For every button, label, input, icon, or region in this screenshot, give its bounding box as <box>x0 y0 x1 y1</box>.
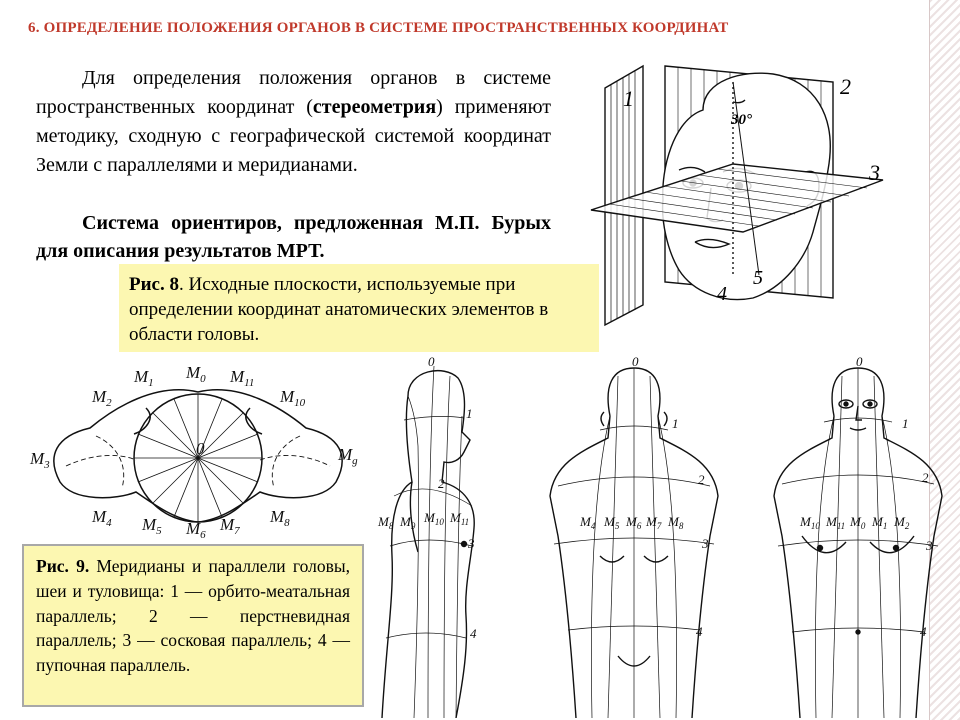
back-meridian-0-label: 0 <box>632 356 639 369</box>
figure8-head-planes: 1 2 3 4 5 30° <box>590 64 884 327</box>
skull-m8-label: M8 <box>269 507 290 529</box>
skull-m0-label: M0 <box>185 363 206 385</box>
figure9-caption: Рис. 9. Меридианы и параллели головы, ше… <box>22 544 364 707</box>
figure9-torso-front-view: 0 1 2 3 4 M10 M11 M0 M1 M2 <box>773 356 943 718</box>
side-body-back <box>381 395 413 718</box>
figure9-caption-label: Рис. 9. <box>36 556 90 576</box>
skull-m5-label: M5 <box>141 515 162 537</box>
skull-m2-label: M2 <box>91 387 112 409</box>
front-parallel-2-label: 2 <box>922 470 929 485</box>
figure8-caption-label: Рис. 8 <box>129 274 179 295</box>
figure9-skull-meridians: 0 M0 M1 M2 M3 M4 M5 M6 M7 M8 Mg M10 M11 <box>29 363 358 540</box>
slide-border-line <box>929 0 930 720</box>
skull-m7-label: M7 <box>219 515 240 537</box>
back-parallel-3-label: 3 <box>701 536 709 551</box>
plane-5-label: 5 <box>753 267 763 289</box>
side-meridian-0-label: 0 <box>428 356 435 369</box>
back-parallel-1-label: 1 <box>672 416 679 431</box>
plane-4-label: 4 <box>717 283 727 305</box>
slide-title: 6. ОПРЕДЕЛЕНИЕ ПОЛОЖЕНИЯ ОРГАНОВ В СИСТЕ… <box>28 20 729 36</box>
back-parallel-4-label: 4 <box>696 624 703 639</box>
side-parallel-1-label: 1 <box>466 406 473 421</box>
back-meridian-m4-label: M4 <box>579 514 596 531</box>
plane-2-label: 2 <box>840 74 851 99</box>
skull-center-label: 0 <box>196 439 205 458</box>
plane-3-label: 3 <box>868 160 880 185</box>
side-body-front <box>407 370 475 718</box>
figure9-caption-text: Меридианы и параллели головы, шеи и туло… <box>36 556 350 676</box>
plane-1 <box>604 64 644 327</box>
intro-text-end: ) применяют методику, сходную с географи… <box>36 96 551 176</box>
front-meridian-m10-label: M10 <box>799 514 820 531</box>
side-meridian-m10-label: M10 <box>423 510 444 527</box>
burykh-system-paragraph: Система ориентиров, предложенная М.П. Бу… <box>36 212 551 262</box>
side-parallel-2-label: 2 <box>438 476 445 491</box>
skull-m1-label: M1 <box>133 367 154 389</box>
side-meridian-m9-label: M9 <box>399 514 416 531</box>
front-parallel-3-label: 3 <box>925 538 933 553</box>
front-parallel-4-label: 4 <box>920 624 927 639</box>
figure9-torso-side-view: 0 1 2 3 4 M8 M9 M10 M11 <box>377 356 477 718</box>
side-parallel-3-label: 3 <box>467 536 475 551</box>
intro-paragraph: Для определения положения органов в сист… <box>36 64 551 180</box>
front-meridian-m0-label: M0 <box>849 514 866 531</box>
back-meridian-m5-label: M5 <box>603 514 620 531</box>
front-meridian-m2-label: M2 <box>893 514 910 531</box>
figure8-caption-text: . Исходные плоскости, используемые при о… <box>129 274 549 345</box>
side-meridian-m8-label: M8 <box>377 514 394 531</box>
skull-m9-label: Mg <box>337 445 358 467</box>
angle-label: 30° <box>730 112 752 128</box>
skull-m11-label: M11 <box>229 367 254 389</box>
back-parallel-2-label: 2 <box>698 472 705 487</box>
back-body-right <box>607 367 719 718</box>
skull-m4-label: M4 <box>91 507 112 529</box>
figure9-torso-back-view: 0 1 2 3 4 M4 M5 M6 M7 M8 <box>549 356 719 718</box>
front-parallel-1-label: 1 <box>902 416 909 431</box>
back-body-left <box>549 415 611 718</box>
front-meridian-0-label: 0 <box>856 356 863 369</box>
skull-m6-label: M6 <box>185 519 206 540</box>
figure8-caption: Рис. 8. Исходные плоскости, используемые… <box>119 264 599 352</box>
slide-decor-stripe <box>930 0 960 720</box>
plane-1-label: 1 <box>623 86 634 111</box>
front-meridian-m11-label: M11 <box>825 514 845 531</box>
front-meridian-m1-label: M1 <box>871 514 887 531</box>
skull-m3-label: M3 <box>29 449 50 471</box>
back-meridian-m8-label: M8 <box>667 514 684 531</box>
intro-term-stereometry: стереометрия <box>312 96 437 118</box>
front-body-right <box>831 367 943 718</box>
side-parallel-4-label: 4 <box>470 626 477 641</box>
back-meridian-m6-label: M6 <box>625 514 642 531</box>
front-body-left <box>773 415 835 718</box>
intro-text-start: Для определения положения органов в сист… <box>36 67 551 118</box>
side-meridian-m11-label: M11 <box>449 510 469 527</box>
back-meridian-m7-label: M7 <box>645 514 662 531</box>
skull-m10-label: M10 <box>279 387 306 409</box>
